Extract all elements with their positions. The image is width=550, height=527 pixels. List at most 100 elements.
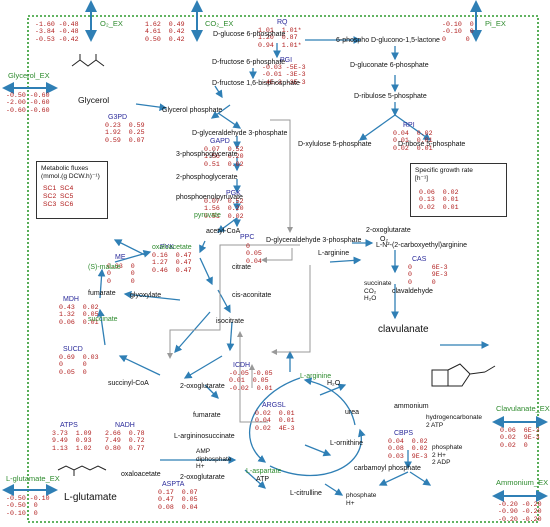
mdh-flux-row: 0.06 0.01 <box>59 318 99 326</box>
rpi-flux-row: 0.04 0.02 <box>393 130 433 137</box>
pi-exchange-row: -0.10 0 <box>442 28 474 36</box>
metabolite-o2: O₂ <box>380 236 389 243</box>
pgi-values: -0.03 -5E-3-0.01 -3E-3-4E-3 -3E-3 <box>262 64 306 86</box>
pgi-label: PGI <box>280 57 293 64</box>
argsl-flux-row: 0.04 0.01 <box>255 417 295 425</box>
pgk-flux-row: 0.07 0.52 <box>204 198 244 205</box>
co2-exchange-label: CO₂_EX <box>205 19 234 28</box>
metabolite-ammonium: ammonium <box>394 403 429 410</box>
legend-fluxes-row: SC2 SC5 <box>43 193 74 200</box>
metabolite-pyruvate: pyruvate <box>194 212 221 219</box>
o2-exchange-row: -1.60 -0.48 <box>35 21 79 28</box>
metabolite-lornithine: L-ornithine <box>330 440 364 447</box>
gapd-flux-row: 0.51 0.02 <box>204 160 244 168</box>
pgi-flux-row: -0.03 -5E-3 <box>262 64 306 71</box>
icdh-flux-row: -0.05 -0.05 <box>229 370 273 377</box>
argsl-flux-row: 0.02 4E-3 <box>255 424 295 432</box>
ppc-flux-row: 0.04 <box>246 257 262 265</box>
metabolite-glucose6p: D-glucose 6-phosphate <box>213 31 286 38</box>
gapd-label: GAPD <box>210 138 230 145</box>
argsl-label: ARGSL <box>262 402 286 409</box>
rpi-flux-row: 0.02 0.01 <box>393 144 433 152</box>
pi-exchange-label: Pi_EX <box>485 19 506 28</box>
o2-exchange-values: -1.60 -0.48-3.84 -0.48-0.53 -0.42 <box>35 21 79 43</box>
metabolic-fluxes-legend: Metabolic fluxes (mmol.(g DCW.h)⁻¹) SC1 … <box>36 161 108 219</box>
nadh-flux-row: 2.66 0.78 <box>105 430 145 437</box>
metabolite-urea: urea <box>345 409 360 416</box>
metabolite-fructose6p: D-fructose 6-phosphate <box>212 59 286 66</box>
metabolite-carboxyethylarginine: L-N²-(2-carboxyethyl)arginine <box>376 242 468 249</box>
sucd-flux-row: 0.05 0 <box>59 368 87 376</box>
metabolite-malate: (S)-malate <box>88 264 121 271</box>
metabolite-3pg: 3-phosphoglycerate <box>176 151 238 158</box>
icdh-label: ICDH <box>233 362 251 369</box>
icdh-flux-row: -0.02 0.01 <box>229 384 273 392</box>
metabolite-clavulanate: clavulanate <box>378 324 429 335</box>
metabolite-pep: phosphoenolpyruvate <box>176 194 243 201</box>
clavulanate-exchange-label: Clavulanate_EX <box>496 404 550 413</box>
ppc-label: PPC <box>240 234 255 241</box>
metabolite-2oxoglutarate-cla: 2-oxoglutarate <box>366 227 411 234</box>
ppc-flux-row: 0 <box>246 243 250 250</box>
metabolite-phosphate: phosphate H+ <box>346 492 377 507</box>
cas-label: CAS <box>412 256 427 263</box>
pyk-flux-row: 0.16 0.47 <box>152 252 192 259</box>
g3pd-flux-row: 1.92 0.25 <box>105 129 145 137</box>
glutamate-exchange-row: -0.50 -0.10 <box>6 495 50 502</box>
pyk-flux-row: 0.46 0.47 <box>152 266 192 274</box>
gapd-flux-row: 0.07 0.52 <box>204 146 244 153</box>
pgk-flux-row: 0.51 0.02 <box>204 212 244 220</box>
legend-growth-row: 0.06 0.02 <box>419 189 459 196</box>
sucd-label: SUCD <box>63 346 83 353</box>
cas-flux-row: 0 6E-3 <box>408 264 448 271</box>
sucd-flux-row: 0.69 0.03 <box>59 354 99 361</box>
nadh-flux-row: 7.49 0.72 <box>105 437 145 445</box>
ammonium-exchange-values: -0.20 -0.20-0.90 -0.20-0.20 -0.20 <box>498 501 542 523</box>
co2-exchange-row: 4.61 0.42 <box>145 28 185 36</box>
glycerol-exchange-label: Glycerol_EX <box>8 71 50 80</box>
pi-exchange-row: 0 0 <box>442 35 470 43</box>
aspta-flux-row: 0.17 0.07 <box>158 489 198 496</box>
rq-flux-row: 1.01 1.01* <box>258 27 302 34</box>
metabolite-larginine-top: L-arginine <box>318 250 350 257</box>
rq-label: RQ <box>277 19 288 26</box>
legend-growth-title: Specific growth rate [h⁻¹] <box>415 167 473 182</box>
g3pd-label: G3PD <box>108 114 128 121</box>
metabolite-atp: ATP <box>256 476 270 483</box>
pgi-flux-row: -0.01 -3E-3 <box>262 71 306 79</box>
metabolite-succinate-co2: succinate CO₂ H₂O <box>364 280 392 302</box>
cbps-flux-row: 0.08 0.02 <box>388 445 428 453</box>
metabolite-cisaconitate: cis-aconitate <box>232 292 272 299</box>
g3pd-flux-row: 0.59 0.07 <box>105 136 145 144</box>
cas-flux-row: 0 9E-3 <box>408 271 448 279</box>
cbps-label: CBPS <box>394 430 414 437</box>
rq-flux-row: 1.20 0.87 <box>258 34 298 42</box>
g3pd-flux-row: 0.23 0.59 <box>105 122 145 129</box>
metabolite-acetylcoa: acetyl-CoA <box>206 228 241 235</box>
nadh-flux-row: 0.80 0.77 <box>105 444 145 452</box>
pgi-flux-row: -4E-3 -3E-3 <box>262 78 306 86</box>
ppc-flux-row: 0.05 <box>246 250 262 258</box>
gapd-flux-row: 1.56 0.20 <box>204 153 244 161</box>
me-flux-row: 0.33 0 <box>107 263 135 270</box>
me-label: ME <box>115 254 126 261</box>
metabolite-2oxoglutarate-low: 2-oxoglutarate <box>180 474 225 481</box>
metabolite-glyoxylate: glyoxylate <box>130 292 162 299</box>
rq-flux-row: 0.94 1.01* <box>258 41 302 49</box>
mdh-label: MDH <box>63 296 79 303</box>
metabolite-glycerolp: Glycerol phosphate <box>162 107 223 114</box>
metabolite-carbamoylphosphate: carbamoyl phosphate <box>354 465 421 472</box>
metabolite-lcitrulline: L-citrulline <box>290 490 322 497</box>
me-flux-row: 0 0 <box>107 277 135 285</box>
